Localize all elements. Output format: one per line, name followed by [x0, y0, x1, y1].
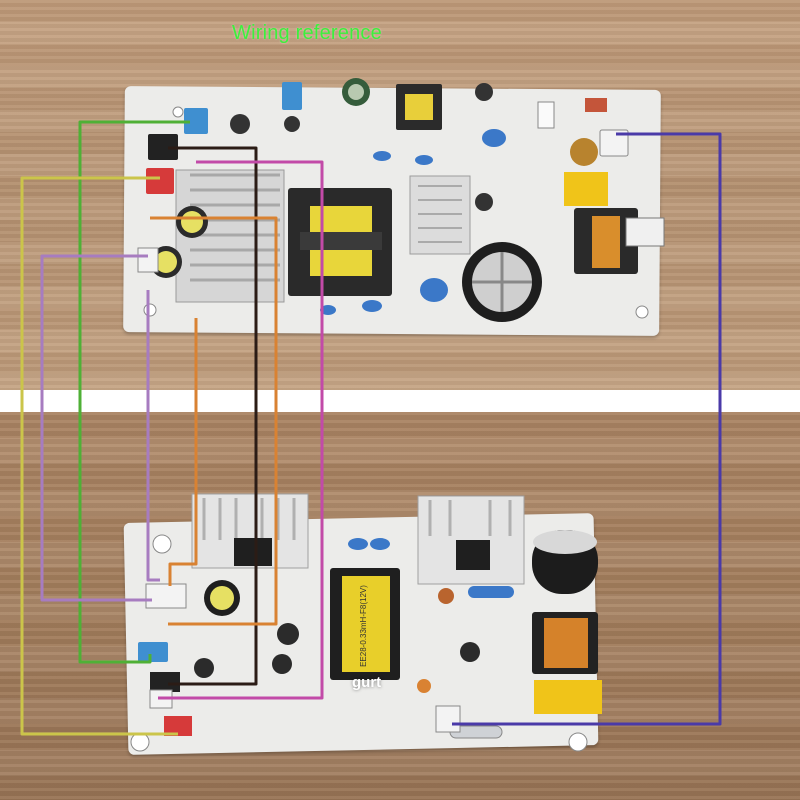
photo-divider — [0, 390, 800, 412]
top-blue-caps — [320, 129, 506, 315]
wire-green — [78, 120, 190, 664]
top-connectors — [137, 82, 629, 273]
top-transformer — [288, 188, 392, 296]
watermark-text: gurt — [352, 674, 382, 691]
wire-blue-violet — [452, 132, 722, 726]
bottom-transformer — [330, 568, 400, 680]
top-small-transformer — [396, 84, 442, 130]
bottom-capacitors — [194, 580, 480, 693]
wire-yellow — [20, 176, 178, 736]
top-x-capacitor — [564, 172, 608, 206]
bottom-connectors — [138, 583, 461, 736]
bottom-x-capacitor — [534, 680, 602, 714]
top-board-photo — [0, 0, 800, 390]
bottom-common-mode-choke — [532, 612, 598, 674]
transformer-label: EE28-0.33mH-F8(12V) — [359, 585, 368, 667]
bottom-heatsink-right — [417, 495, 525, 585]
top-large-capacitor — [462, 242, 542, 322]
top-capacitors — [150, 78, 493, 278]
wire-orange-2 — [168, 318, 198, 586]
wire-orange — [150, 216, 278, 626]
caption-title: Wiring reference — [232, 22, 382, 44]
top-bridge-heatsink — [409, 175, 471, 255]
top-common-mode-choke — [574, 208, 665, 274]
top-toroid-choke — [570, 138, 598, 166]
wire-light-purple-2 — [146, 290, 160, 582]
wire-black — [168, 146, 258, 686]
bottom-large-capacitor — [532, 530, 598, 594]
wire-magenta — [158, 160, 324, 700]
wire-light-purple — [40, 254, 152, 602]
bottom-blue-caps — [348, 538, 514, 598]
bottom-heatsink-left — [191, 493, 309, 569]
